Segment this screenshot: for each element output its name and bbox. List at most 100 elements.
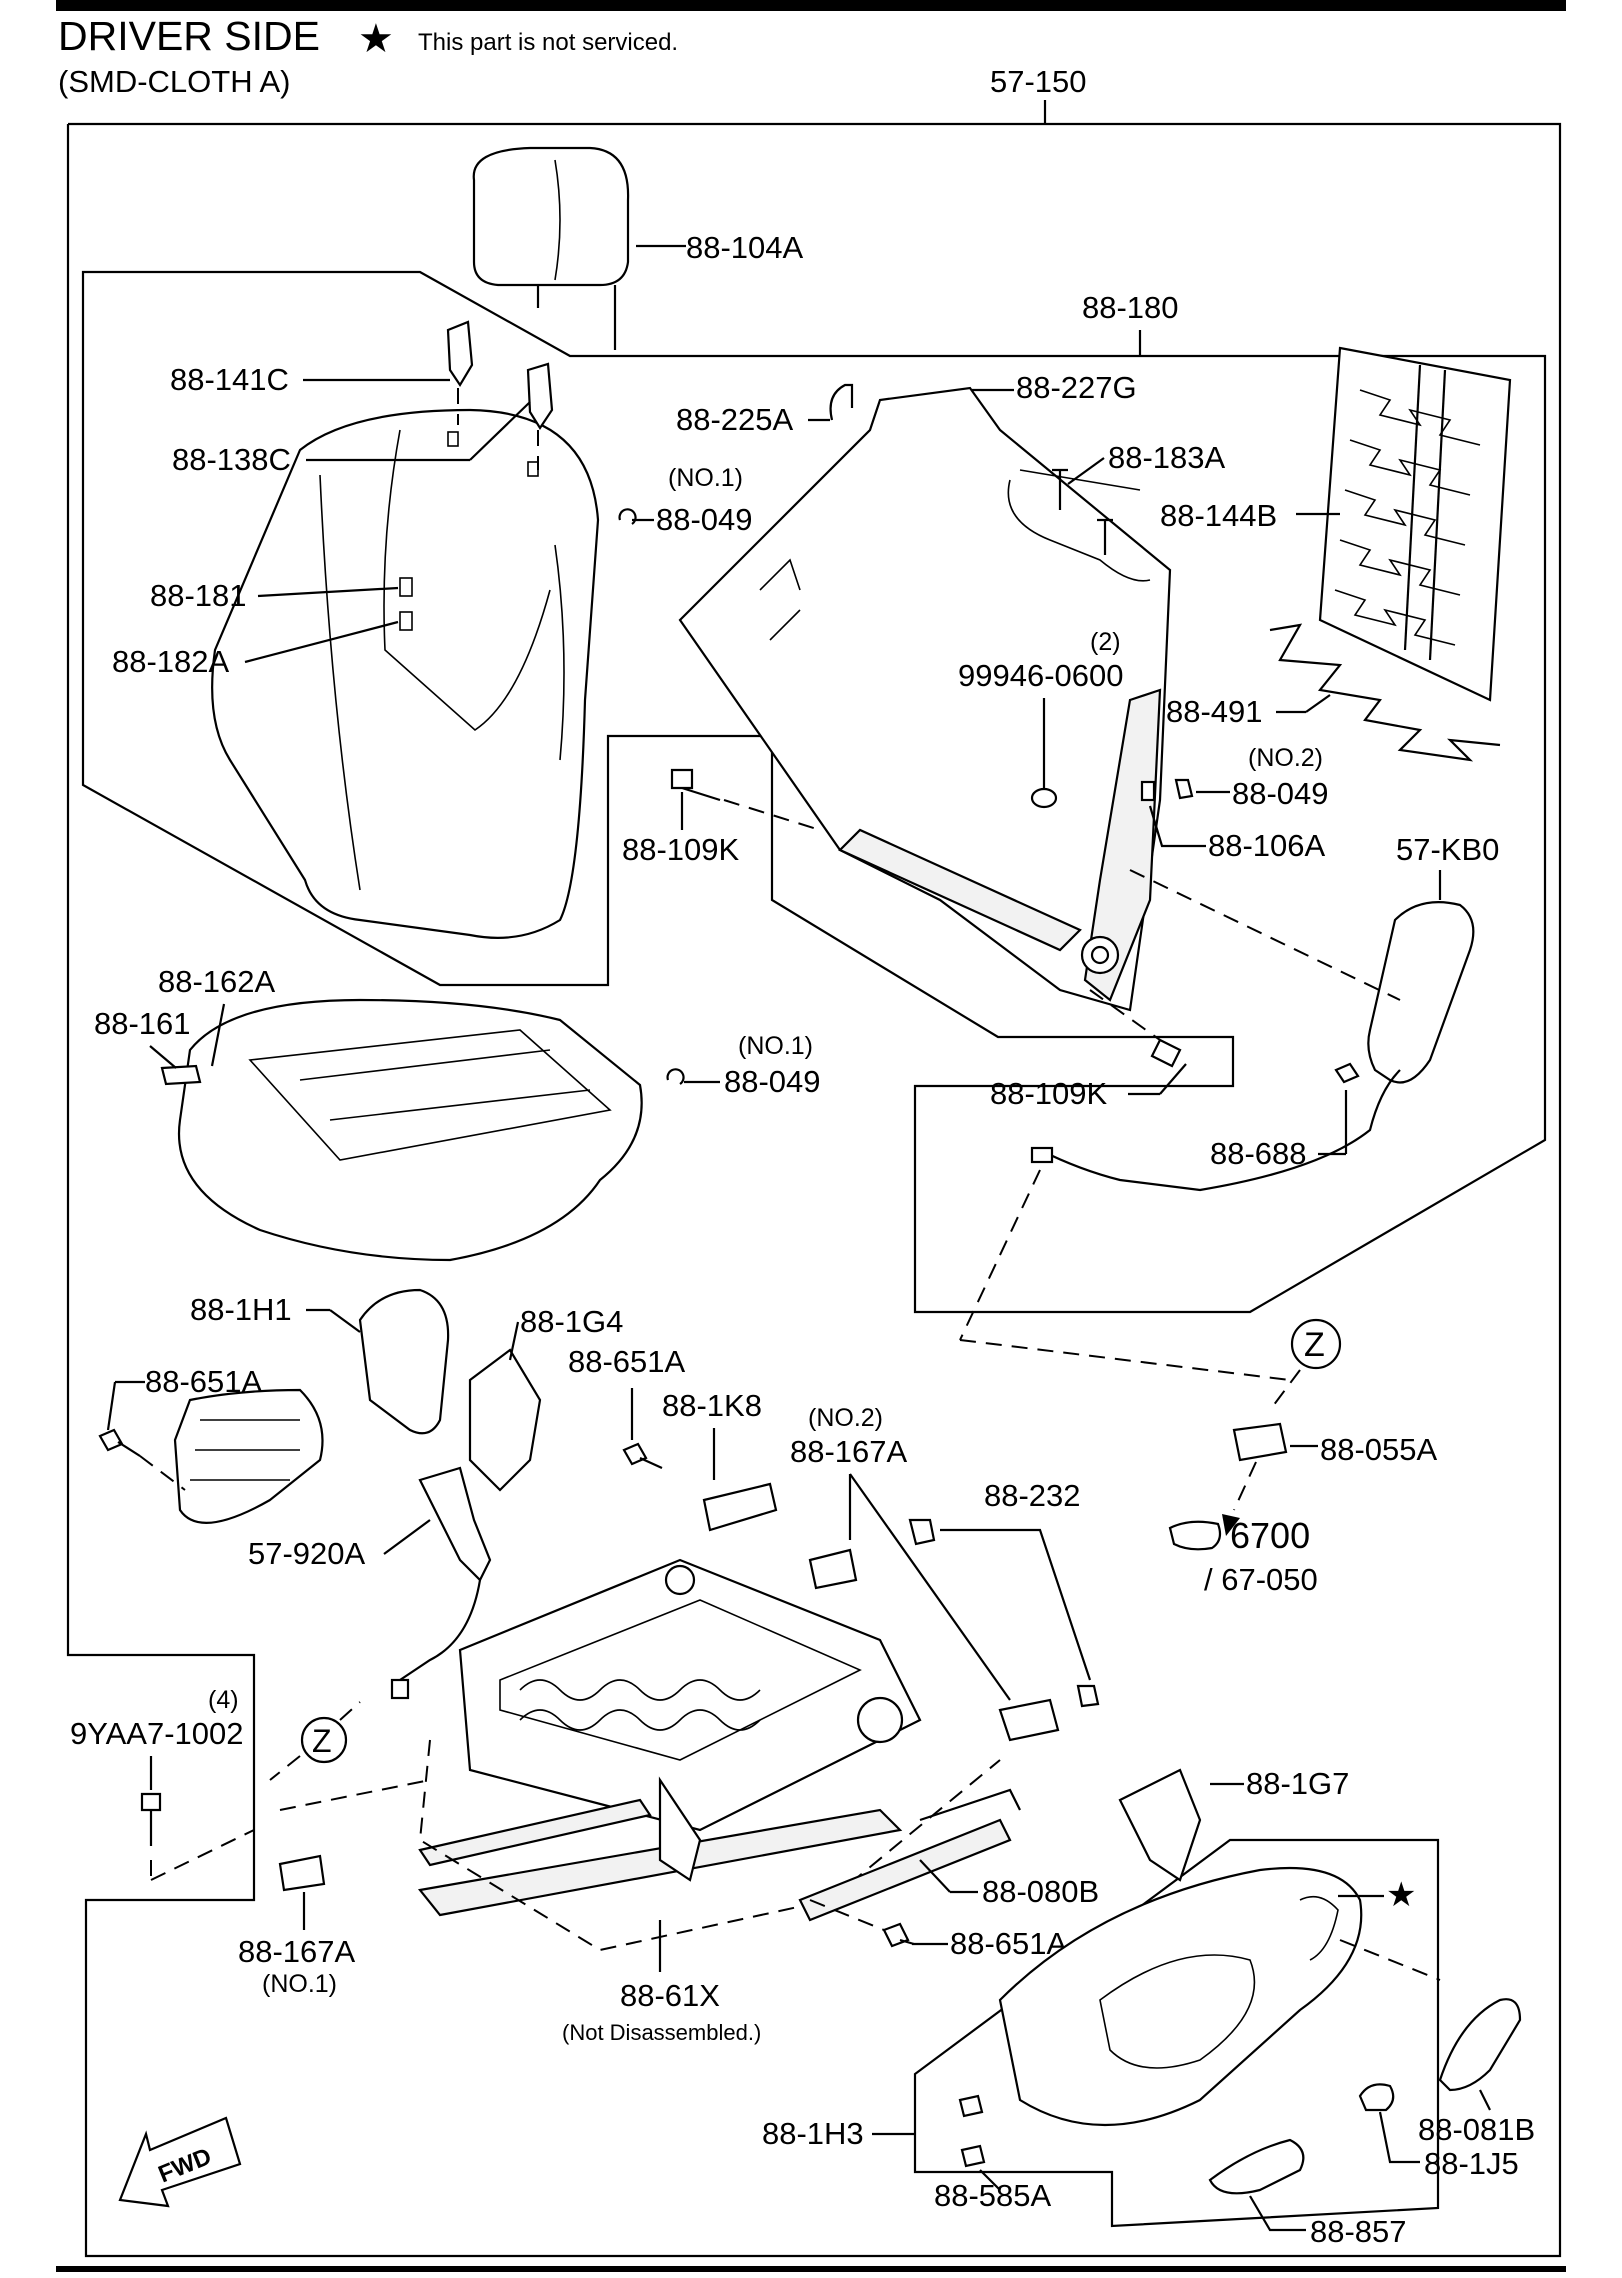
- note-qty-4: (4): [208, 1686, 239, 1714]
- bracket-106a-icon: [1140, 780, 1156, 802]
- label-88-1H1: 88-1H1: [190, 1292, 292, 1327]
- z-marker-left-circle: [300, 1716, 348, 1764]
- harness-232-icon: [908, 1518, 936, 1546]
- label-88-651A-mid: 88-651A: [568, 1344, 686, 1379]
- hand-pointer-icon: [1168, 1520, 1222, 1551]
- knob-1j5-drawing: [1358, 2083, 1395, 2112]
- label-99946-0600: 99946-0600: [958, 658, 1124, 693]
- label-88-225A: 88-225A: [676, 402, 794, 437]
- label-88-161: 88-161: [94, 1006, 191, 1041]
- clip-585a-icon: [958, 2094, 986, 2168]
- label-88-081B: 88-081B: [1418, 2112, 1535, 2147]
- label-88-181: 88-181: [150, 578, 247, 613]
- headrest-drawing: [472, 146, 630, 350]
- note-no1-167a: (NO.1): [262, 1970, 337, 1998]
- screw-651a-mid-icon: [622, 1442, 663, 1470]
- note-no1-top: (NO.1): [668, 464, 743, 492]
- cover-167a-no2-drawing: [808, 1548, 858, 1590]
- label-88-232: 88-232: [984, 1478, 1081, 1513]
- screw-651a-left-icon: [98, 1428, 141, 1457]
- cover-167a-no1-drawing: [278, 1854, 326, 1892]
- note-no1-mid: (NO.1): [738, 1032, 813, 1060]
- clip-225a-icon: [829, 383, 854, 421]
- label-88-167A-no2: 88-167A: [790, 1434, 908, 1469]
- label-88-104A: 88-104A: [686, 230, 804, 265]
- label-57-920A: 57-920A: [248, 1536, 366, 1571]
- mat-491-drawing: [1269, 623, 1501, 762]
- headrest-guides-drawing: [446, 320, 554, 470]
- bolt-109k-bottom-icon: [1150, 1038, 1182, 1068]
- note-no2-167a: (NO.2): [808, 1404, 883, 1432]
- ref-6700: 6700: [1230, 1515, 1310, 1556]
- label-88-61X: 88-61X: [620, 1978, 720, 2013]
- label-88-227G: 88-227G: [1016, 370, 1137, 405]
- z-marker-top-circle: [1290, 1318, 1342, 1370]
- label-88-585A: 88-585A: [934, 2178, 1052, 2213]
- label-88-162A: 88-162A: [158, 964, 276, 999]
- note-no2-top: (NO.2): [1248, 744, 1323, 772]
- back-frame-drawing: [678, 386, 1172, 1012]
- label-88-109K-bottom: 88-109K: [990, 1076, 1108, 1111]
- cover-1k8-drawing: [702, 1482, 778, 1532]
- hog-ring-icon: [618, 508, 637, 525]
- seatback-cover-drawing: [211, 408, 600, 939]
- clip-049-icon: [1174, 778, 1194, 800]
- cover-1g7-drawing: [1118, 1768, 1202, 1882]
- label-88-106A: 88-106A: [1208, 828, 1326, 863]
- label-88-141C: 88-141C: [170, 362, 289, 397]
- label-88-049-no2: 88-049: [1232, 776, 1329, 811]
- label-88-857: 88-857: [1310, 2214, 1407, 2249]
- label-88-182A: 88-182A: [112, 644, 230, 679]
- star-note: This part is not serviced.: [418, 29, 678, 56]
- label-88-651A-bottom: 88-651A: [950, 1926, 1068, 1961]
- label-88-651A-left: 88-651A: [145, 1364, 263, 1399]
- side-cover-1h3-drawing: [998, 1866, 1363, 2126]
- diagram-subtitle: (SMD-CLOTH A): [58, 64, 291, 99]
- label-88-049-mid: 88-049: [724, 1064, 821, 1099]
- side-airbag-drawing: [1367, 901, 1475, 1084]
- label-88-491: 88-491: [1166, 694, 1263, 729]
- label-88-109K-top: 88-109K: [622, 832, 740, 867]
- airbag-harness: [1039, 1069, 1401, 1192]
- label-9YAA7-1002: 9YAA7-1002: [70, 1716, 244, 1751]
- star-symbol-header: ★: [358, 17, 394, 61]
- cover-1h1-drawing: [173, 1288, 450, 1524]
- label-88-080B: 88-080B: [982, 1874, 1099, 1909]
- note-qty-2: (2): [1090, 628, 1121, 656]
- top-rule: [56, 0, 1566, 11]
- label-88-180: 88-180: [1082, 290, 1179, 325]
- label-88-1K8: 88-1K8: [662, 1388, 762, 1423]
- seat-adjuster-drawing: [417, 1558, 922, 1917]
- label-88-183A: 88-183A: [1108, 440, 1226, 475]
- label-88-688: 88-688: [1210, 1136, 1307, 1171]
- z-marker-top: Z: [1304, 1326, 1325, 1364]
- outer-frame: [66, 122, 1562, 2258]
- ref-67-050: / 67-050: [1204, 1562, 1318, 1597]
- fwd-arrow: FWD: [118, 2116, 242, 2208]
- note-not-disassembled: (Not Disassembled.): [562, 2020, 761, 2045]
- bolt-9yaa7-icon: [140, 1792, 162, 1846]
- label-88-1G4: 88-1G4: [520, 1304, 623, 1339]
- label-57-KB0: 57-KB0: [1396, 832, 1499, 867]
- label-88-144B: 88-144B: [1160, 498, 1277, 533]
- spring-144b-drawing: [1318, 346, 1512, 702]
- group-number: 57-150: [990, 64, 1087, 99]
- label-88-055A: 88-055A: [1320, 1432, 1438, 1467]
- seat-cushion-drawing: [160, 998, 643, 1262]
- label-88-167A-no1: 88-167A: [238, 1934, 356, 1969]
- knob-081b-drawing: [1438, 1998, 1522, 2092]
- lever-857-drawing: [1208, 2138, 1305, 2195]
- cover-080b-drawing: [798, 1818, 1012, 1922]
- arrow-down-icon: [1222, 1514, 1240, 1536]
- diagram-title: DRIVER SIDE: [58, 13, 320, 59]
- cover-1g4-drawing: [468, 1348, 542, 1492]
- hog-ring-mid-icon: [666, 1068, 685, 1085]
- label-88-1J5: 88-1J5: [1424, 2146, 1519, 2181]
- connector-055a-icon: [1232, 1422, 1288, 1462]
- z-marker-left: Z: [312, 1723, 332, 1759]
- buckle-920a-drawing: [390, 1466, 492, 1700]
- side-cover-group-frame: [913, 1838, 1440, 2228]
- star-symbol-cover: ★: [1386, 1876, 1416, 1914]
- label-88-049-top: 88-049: [656, 502, 753, 537]
